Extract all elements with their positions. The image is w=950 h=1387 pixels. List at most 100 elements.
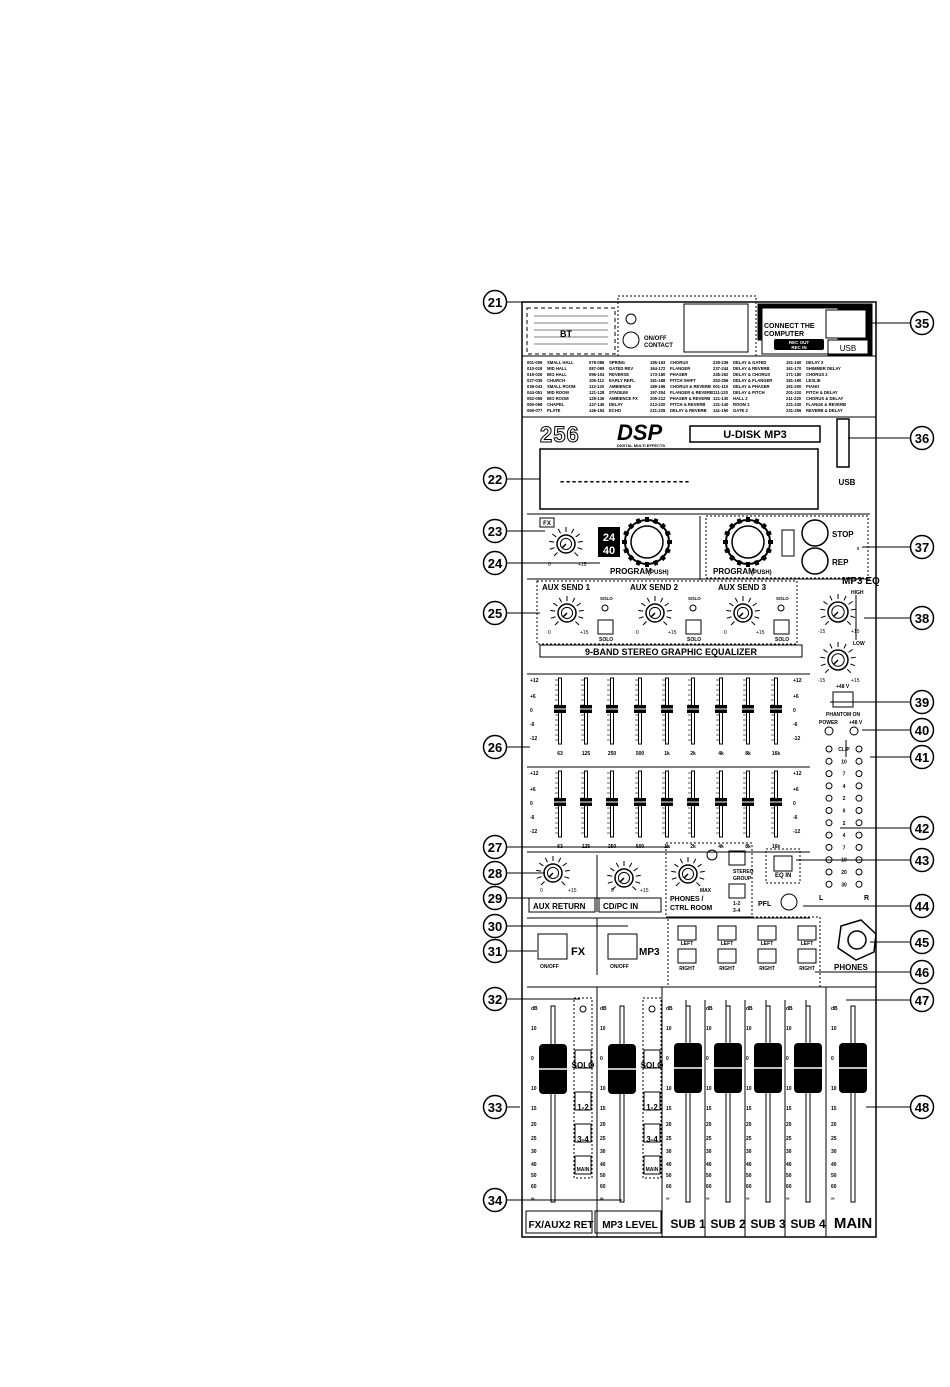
mp3-on-off-button[interactable] [607, 933, 638, 960]
preset-name: HALL 2 [733, 396, 748, 401]
bt-window [683, 303, 749, 353]
eq-band-label: 63 [557, 751, 563, 757]
phones-level-knob[interactable] [678, 864, 698, 884]
fader-scale: 60 [746, 1184, 752, 1190]
channel-label: SUB 1 [670, 1217, 706, 1231]
fader-scale: 30 [831, 1149, 837, 1155]
sub-assign-group [667, 916, 821, 988]
assign-right-label: RIGHT [679, 966, 695, 972]
callout-number: 23 [488, 524, 502, 539]
preset-number: 027-035 [527, 378, 543, 383]
phones-jack-socket [847, 930, 867, 950]
meter-led-right [855, 794, 863, 802]
mp3-program-encoder[interactable] [725, 519, 771, 565]
knob-tick [754, 616, 760, 619]
dsp-display [539, 448, 819, 510]
eq-band-label: 63 [557, 844, 563, 850]
route-solo-button[interactable] [574, 1049, 592, 1069]
assign-left-4[interactable] [797, 925, 817, 941]
push-label: (PUSH) [648, 570, 669, 576]
fx-level-knob[interactable] [556, 534, 576, 554]
mp3-control-group [705, 515, 869, 579]
route-main-button[interactable] [574, 1155, 592, 1175]
rep-button[interactable] [801, 547, 829, 575]
aux-send-1-knob[interactable] [557, 603, 577, 623]
fader-scale: 15 [531, 1106, 537, 1112]
eq-scale-right: -12 [793, 736, 800, 742]
on-off-label: ON/OFF [610, 964, 629, 970]
route-main-button[interactable] [643, 1155, 661, 1175]
usb-port-window[interactable] [825, 309, 867, 339]
bt-contact-button[interactable] [622, 331, 640, 349]
knob-tick [611, 886, 616, 891]
preset-name: BIG ROOM [547, 396, 569, 401]
route-solo-button[interactable] [643, 1049, 661, 1069]
assign-left-1[interactable] [677, 925, 697, 941]
phones-jack[interactable] [837, 919, 877, 961]
scale-min: 0 [548, 562, 551, 568]
route-3-4-button[interactable] [574, 1123, 592, 1143]
assign-right-1[interactable] [677, 948, 697, 964]
knob-tick [671, 870, 677, 873]
assign-left-2[interactable] [717, 925, 737, 941]
route-3-4-button[interactable] [643, 1123, 661, 1143]
knob-tick [728, 602, 734, 607]
fader-scale: 20 [746, 1122, 752, 1128]
cd-pc-in-knob[interactable] [614, 868, 634, 888]
dsp-logo: DSP [617, 420, 663, 445]
assign-right-3[interactable] [757, 948, 777, 964]
channel-label-box [525, 1210, 593, 1234]
group-assign-switch[interactable] [728, 883, 746, 899]
callout-number: 46 [915, 965, 929, 980]
fx-program-encoder[interactable] [624, 519, 670, 565]
fader-track [550, 1005, 556, 1203]
knob-tick [850, 656, 856, 659]
assign-left-3[interactable] [757, 925, 777, 941]
route-1-2-button[interactable] [574, 1091, 592, 1111]
fader-scale: 20 [531, 1122, 537, 1128]
preset-number: 253-256 [713, 378, 729, 383]
assign-right-4[interactable] [797, 948, 817, 964]
mp3-transport[interactable] [781, 529, 795, 557]
stereo-group-switch[interactable] [728, 850, 746, 866]
phones-label: PHONES / [670, 896, 704, 903]
route-1-2-button[interactable] [643, 1091, 661, 1111]
scale-max: +15 [568, 888, 577, 894]
mp3-eq-high-knob[interactable] [827, 601, 849, 623]
aux-send-1-solo-button[interactable] [597, 619, 614, 635]
knob-tick [615, 862, 619, 868]
aux-send-3-knob[interactable] [733, 603, 753, 623]
mp3-eq-low-knob-pointer [832, 659, 839, 666]
meter-level: 4 [843, 833, 846, 839]
meter-level: 7 [843, 845, 846, 851]
pfl-button[interactable] [780, 893, 798, 911]
mp3-eq-low-knob[interactable] [827, 649, 849, 671]
callout-39 [909, 689, 935, 715]
eq-in-switch[interactable] [773, 855, 793, 872]
knob-tick [751, 621, 756, 626]
meter-level: 7 [843, 772, 846, 778]
fx-on-off-button[interactable] [537, 933, 568, 960]
phantom-switch[interactable] [832, 691, 854, 708]
fader-scale: 15 [786, 1106, 792, 1112]
aux-send-3-solo-button[interactable] [773, 619, 790, 635]
callout-number: 28 [488, 866, 502, 881]
aux-return-knob[interactable] [543, 863, 563, 883]
knob-tick [829, 643, 833, 649]
aux-send-2-knob[interactable] [645, 603, 665, 623]
preset-name: MID HALL [547, 366, 567, 371]
usb-slot[interactable] [836, 418, 850, 468]
aux-send-2-solo-button[interactable] [685, 619, 702, 635]
knob-tick [823, 601, 828, 605]
stop-button[interactable] [801, 519, 829, 547]
aux-send-title: AUX SEND 1 [542, 583, 591, 592]
assign-right-2[interactable] [717, 948, 737, 964]
aux-send-title: AUX SEND 2 [630, 583, 679, 592]
scale-max: +15 [578, 562, 587, 568]
scale-min: -15 [818, 678, 825, 684]
preset-name: PLATE [547, 408, 561, 413]
preset-name: DELAY & REVERB [733, 366, 770, 371]
callout-40 [909, 717, 935, 743]
preset-name: MID ROOM [547, 390, 569, 395]
fader-scale: 50 [786, 1173, 792, 1179]
